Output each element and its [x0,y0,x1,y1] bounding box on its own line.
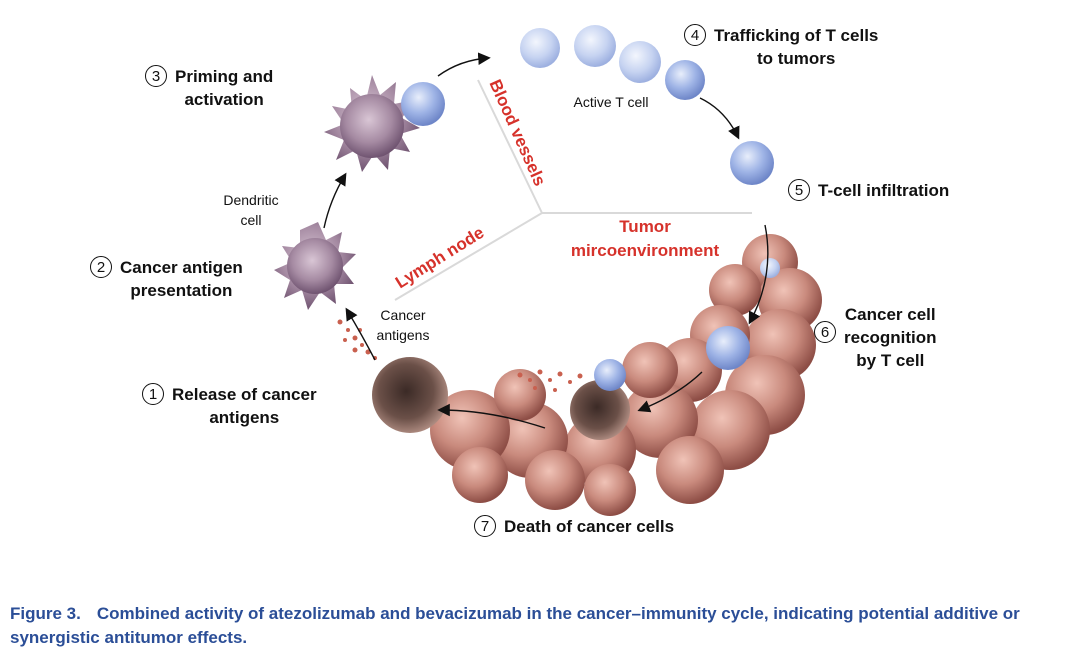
step-1-release-of-cancer-antigens: 1 Release of cancer antigens [142,383,317,429]
step-4-trafficking-of-t-cells: 4 Trafficking of T cells to tumors [684,24,878,70]
t-cell-killing [594,359,626,391]
dendritic-cell-mature [324,75,420,172]
tumor-microenvironment-region-label: Tumor mircoenvironment [570,217,720,260]
step-label: Priming and activation [175,67,274,109]
figure-number: Figure 3. [10,604,81,623]
cancer-antigen-particles [337,319,583,392]
step-label: Cancer cell recognition by T cell [844,305,937,370]
step-number-badge: 6 [814,321,836,343]
dendritic-cell-immature [274,222,356,310]
dendritic-cell-label: Dendritic cell [223,192,279,228]
step-2-cancer-antigen-presentation: 2 Cancer antigen presentation [90,256,243,302]
step-number-badge: 4 [684,24,706,46]
compartment-dividers [394,79,752,301]
caption-text: Combined activity of atezolizumab and be… [10,604,1020,647]
step-label: Death of cancer cells [504,517,675,536]
step-7-death-of-cancer-cells: 7 Death of cancer cells [474,515,674,538]
t-cell-priming [401,82,445,126]
figure-caption: Figure 3.Combined activity of atezolizum… [10,602,1075,650]
step-number-badge: 7 [474,515,496,537]
dying-cancer-cells [372,357,630,440]
t-cell-infiltrating [730,141,774,185]
step-number-badge: 2 [90,256,112,278]
cancer-antigens-label: Cancer antigens [376,307,430,343]
step-label: T-cell infiltration [818,181,950,200]
step-label: Release of cancer antigens [172,385,317,427]
step-label: Trafficking of T cells to tumors [714,26,879,68]
active-t-cells [520,25,705,100]
step-number-badge: 3 [145,65,167,87]
step-3-priming-and-activation: 3 Priming and activation [145,65,273,111]
step-6-cancer-cell-recognition: 6 Cancer cell recognition by T cell [814,303,937,372]
step-number-badge: 5 [788,179,810,201]
t-cell-tumor-edge [760,258,780,278]
active-t-cell-label: Active T cell [573,94,649,110]
step-label: Cancer antigen presentation [120,258,243,300]
step-5-t-cell-infiltration: 5 T-cell infiltration [788,179,949,202]
cycle-arrows [323,52,769,429]
t-cell-recognizing [706,326,750,370]
step-number-badge: 1 [142,383,164,405]
